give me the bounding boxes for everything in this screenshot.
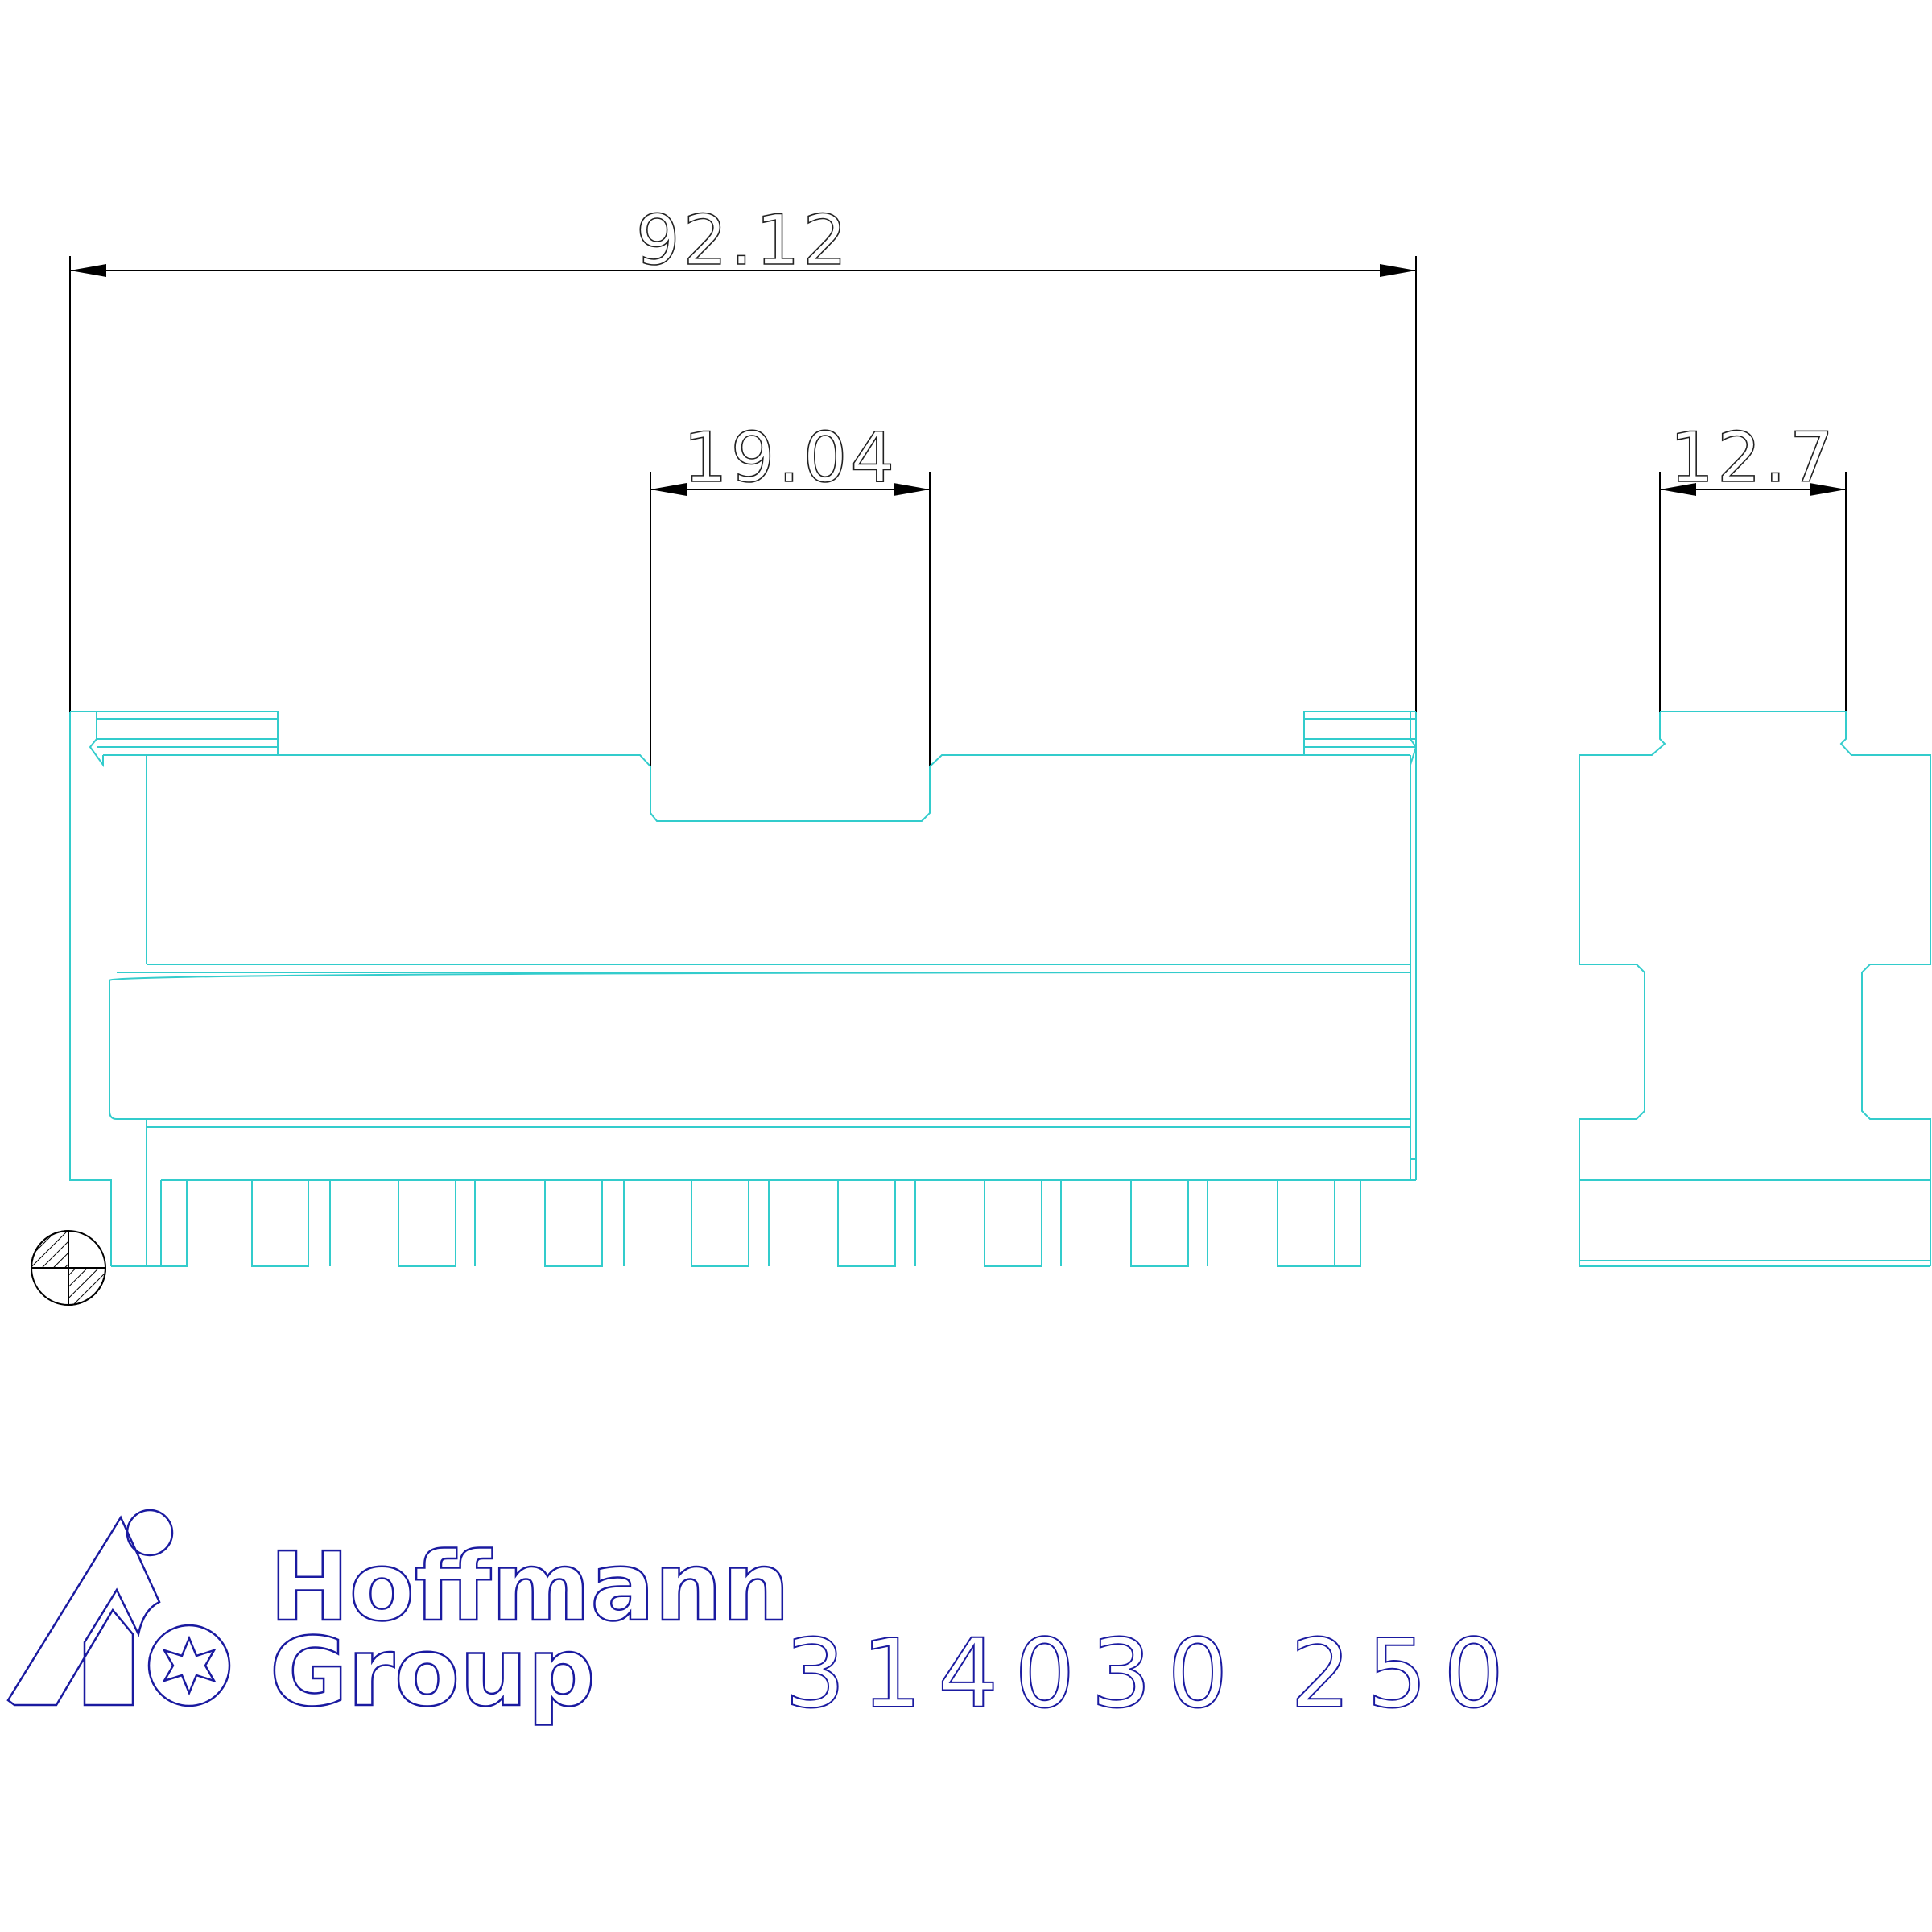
dimension-jaw-width: 12.7 (1659, 417, 1847, 712)
dimension-jaw-width-label: 12.7 (1670, 418, 1836, 498)
front-view (69, 711, 1418, 1267)
hoffmann-group-logo: Hoffmann Group (6, 1509, 791, 1728)
projection-symbol (30, 1229, 107, 1307)
dimension-overall-length: 92.12 (69, 200, 1417, 712)
dimension-slot-width: 19.04 (650, 417, 931, 766)
dimension-slot-width-label: 19.04 (683, 418, 898, 498)
star-icon (162, 1635, 217, 1696)
dimension-overall-length-label: 92.12 (636, 200, 850, 281)
logo-text-line1: Hoffmann (270, 1531, 790, 1642)
part-number: 314030 250 (785, 1618, 1520, 1729)
logo-text-line2: Group (270, 1616, 596, 1728)
star-emblem-icon (147, 1624, 231, 1707)
side-view (1579, 711, 1931, 1267)
